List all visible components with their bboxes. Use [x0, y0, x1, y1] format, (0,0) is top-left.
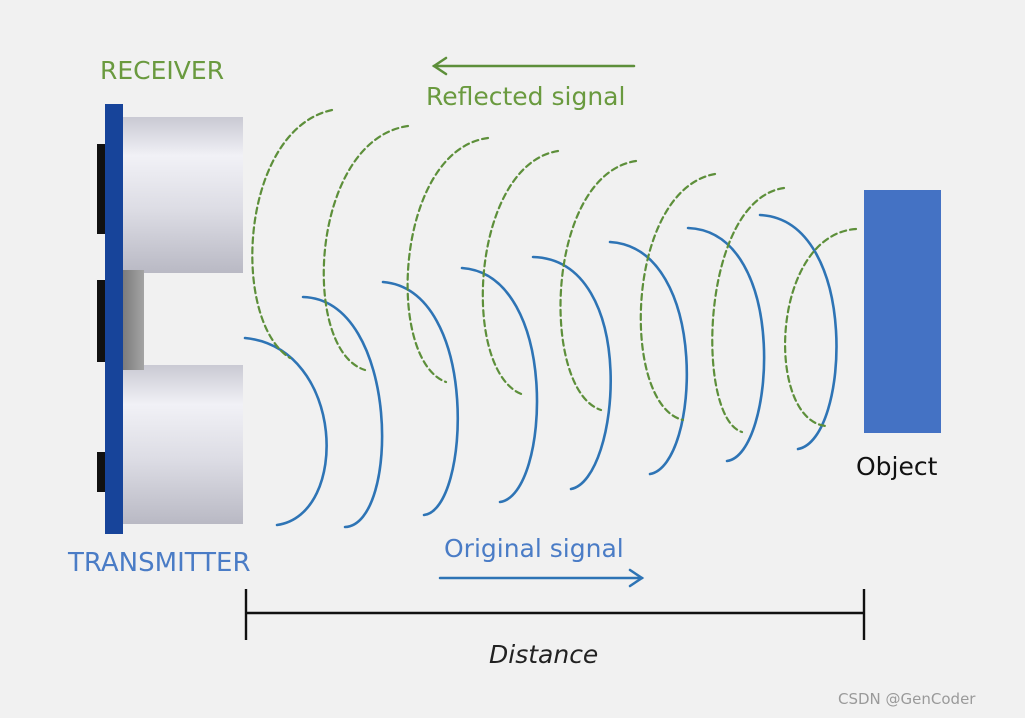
reflected-wave — [251, 108, 334, 360]
sensor-pin-bottom — [97, 452, 107, 492]
reflected-wave-group — [251, 108, 858, 434]
reflected-wave — [559, 159, 638, 412]
sensor-pin-middle — [97, 280, 107, 362]
reflected-wave — [711, 186, 786, 434]
receiver-label: RECEIVER — [100, 56, 225, 85]
original-wave — [686, 226, 766, 463]
original-wave — [531, 255, 612, 491]
reflected-wave — [406, 136, 490, 384]
object-label: Object — [856, 452, 938, 481]
crystal-oscillator — [122, 270, 144, 370]
distance-measure-line — [244, 589, 866, 640]
receiver-transducer — [121, 117, 243, 273]
transmitter-transducer — [121, 365, 243, 524]
original-signal-label: Original signal — [444, 534, 624, 563]
original-wave — [460, 266, 539, 504]
reflected-wave — [481, 149, 560, 397]
sensor-board — [105, 104, 123, 534]
watermark-text: CSDN @GenCoder — [838, 690, 976, 708]
original-wave-group — [243, 213, 838, 529]
original-wave — [758, 213, 838, 451]
reflected-wave — [322, 124, 410, 372]
reflected-wave — [784, 227, 858, 428]
sensor-pin-top — [97, 144, 107, 234]
transmitter-label: TRANSMITTER — [68, 548, 251, 578]
original-wave — [243, 336, 328, 527]
distance-label: Distance — [489, 640, 599, 669]
reflected-signal-label: Reflected signal — [426, 82, 626, 111]
original-wave — [301, 295, 384, 529]
original-wave — [381, 280, 460, 517]
original-wave — [608, 240, 689, 476]
reflected-signal-arrow — [431, 56, 636, 76]
original-signal-arrow — [438, 568, 645, 588]
reflected-wave — [639, 172, 717, 422]
object-block — [864, 190, 941, 433]
